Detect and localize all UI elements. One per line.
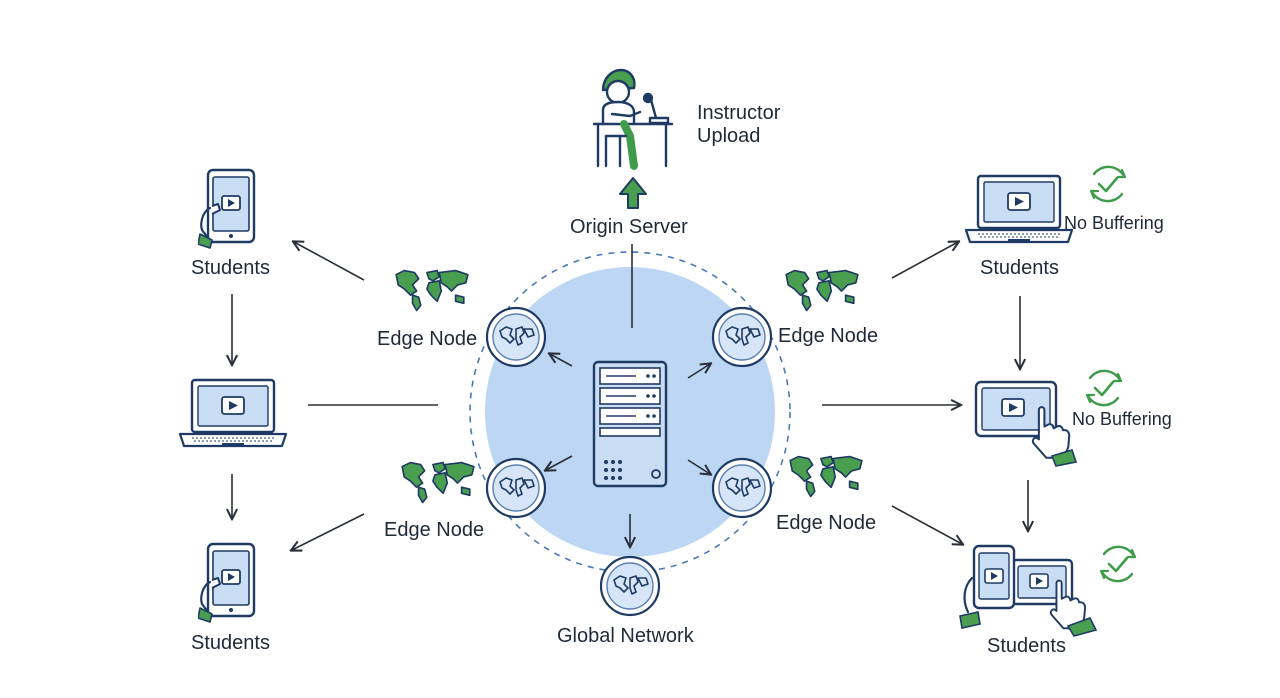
instructor-at-desk-icon [592,68,674,170]
left-connections [232,242,438,550]
tablet-play-icon-left-bottom [198,542,256,624]
laptop-play-icon-left [178,378,288,448]
students-label-right-top: Students [980,257,1059,279]
right-connections [822,242,1028,544]
origin-server-label: Origin Server [570,216,688,238]
tablet-touch-icon-right [974,380,1078,467]
network-dashed-ring [469,251,791,573]
upload-arrow-icon [619,177,647,209]
no-buffering-label-2: No Buffering [1072,409,1172,429]
server-rack-icon [592,360,668,488]
students-label-left-bottom: Students [191,632,270,654]
phone-and-tablet-icon-right [959,544,1098,637]
world-map-icon-top-right [785,269,859,312]
global-network-label: Global Network [557,625,694,647]
tablet-play-icon-left-top [198,168,256,250]
world-map-icon-bottom-left [401,461,475,504]
edge-node-label-bottom-left: Edge Node [384,519,485,541]
world-map-icon-top-left [395,269,469,312]
world-map-icon-bottom-right [789,455,863,498]
check-circle-icon-2 [1085,369,1123,407]
edge-node-top-left-icon [485,306,547,368]
global-network-node-icon [599,555,661,617]
instructor-upload-label: Instructor Upload [697,102,781,147]
students-label-left-top: Students [191,257,270,279]
laptop-play-icon-right [964,174,1074,244]
edge-node-bottom-left-icon [485,457,547,519]
edge-node-label-top-right: Edge Node [778,325,879,347]
no-buffering-label-1: No Buffering [1064,213,1164,233]
edge-node-label-top-left: Edge Node [377,328,478,350]
check-circle-icon-1 [1089,165,1127,203]
edge-node-bottom-right-icon [711,457,773,519]
edge-node-top-right-icon [711,306,773,368]
server-to-edge-arrows [546,354,710,546]
students-label-right-bottom: Students [987,635,1066,657]
check-circle-icon-3 [1099,545,1137,583]
edge-node-label-bottom-right: Edge Node [776,512,877,534]
